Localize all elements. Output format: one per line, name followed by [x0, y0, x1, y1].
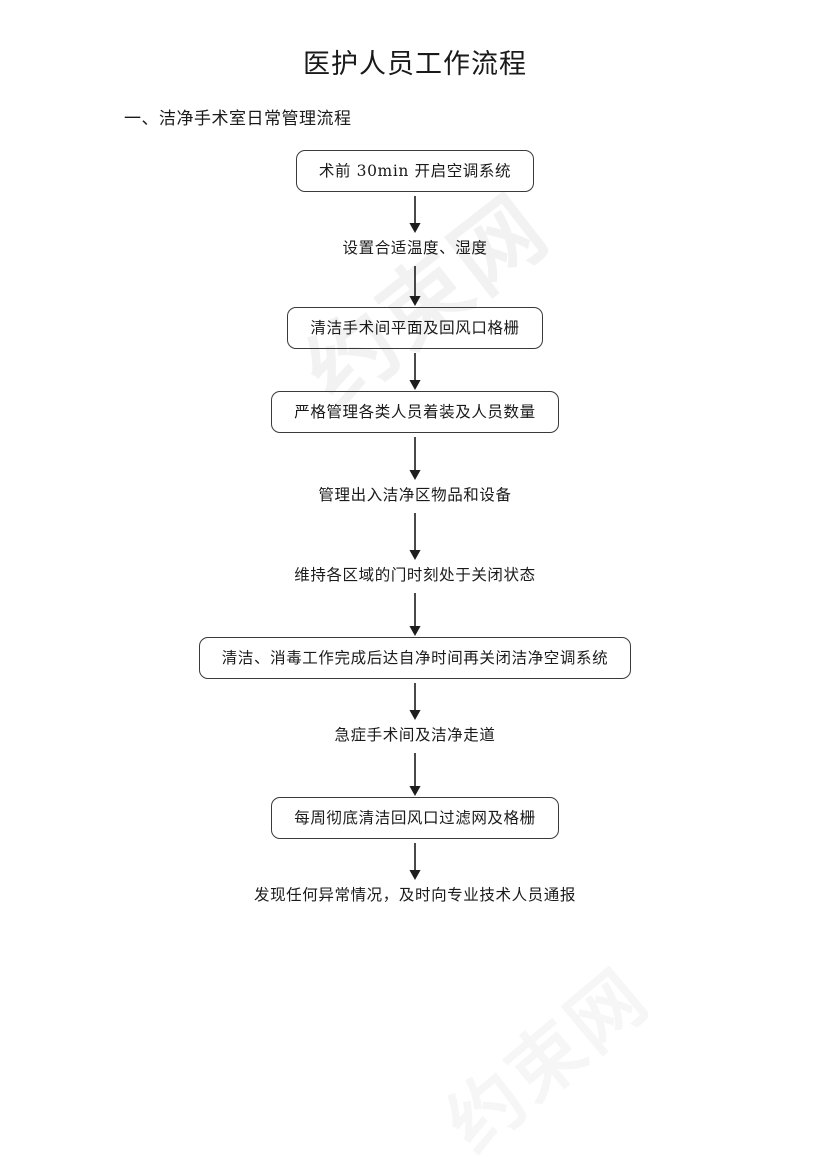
flow-step-10: 发现任何异常情况，及时向专业技术人员通报 [0, 881, 830, 909]
flow-step-text-label: 设置合适温度、湿度 [342, 239, 488, 257]
flow-step-box-label: 清洁、消毒工作完成后达自净时间再关闭洁净空调系统 [198, 637, 632, 679]
down-arrow-icon [409, 843, 421, 880]
flow-step-3: 清洁手术间平面及回风口格栅 [0, 307, 830, 349]
flow-step-8: 急症手术间及洁净走道 [0, 721, 830, 749]
flow-step-box-label: 每周彻底清洁回风口过滤网及格栅 [271, 797, 559, 839]
flow-connector-5 [0, 509, 830, 561]
section-heading: 一、洁净手术室日常管理流程 [124, 109, 352, 129]
flow-step-text-label: 发现任何异常情况，及时向专业技术人员通报 [253, 886, 576, 904]
flow-step-4: 严格管理各类人员着装及人员数量 [0, 391, 830, 433]
down-arrow-icon [409, 196, 421, 233]
flowchart: 术前 30min 开启空调系统设置合适温度、湿度清洁手术间平面及回风口格栅严格管… [0, 150, 830, 909]
flow-step-text-label: 维持各区域的门时刻处于关闭状态 [294, 566, 536, 584]
flow-connector-6 [0, 589, 830, 637]
flow-connector-3 [0, 349, 830, 391]
flow-step-box-label: 严格管理各类人员着装及人员数量 [271, 391, 559, 433]
flow-connector-9 [0, 839, 830, 881]
flow-step-1: 术前 30min 开启空调系统 [0, 150, 830, 192]
page-title: 医护人员工作流程 [303, 49, 527, 80]
flow-connector-4 [0, 433, 830, 481]
down-arrow-icon [409, 753, 421, 796]
flow-step-9: 每周彻底清洁回风口过滤网及格栅 [0, 797, 830, 839]
flow-step-box-label: 术前 30min 开启空调系统 [295, 150, 535, 192]
flow-connector-1 [0, 192, 830, 234]
flow-connector-8 [0, 749, 830, 797]
flow-step-text-label: 急症手术间及洁净走道 [334, 726, 496, 744]
down-arrow-icon [409, 353, 421, 390]
flow-connector-2 [0, 262, 830, 307]
down-arrow-icon [409, 266, 421, 306]
down-arrow-icon [409, 513, 421, 560]
watermark-bottom: 约束网 [430, 952, 666, 1169]
down-arrow-icon [409, 593, 421, 636]
down-arrow-icon [409, 437, 421, 480]
flow-step-6: 维持各区域的门时刻处于关闭状态 [0, 561, 830, 589]
down-arrow-icon [409, 683, 421, 720]
flow-step-5: 管理出入洁净区物品和设备 [0, 481, 830, 509]
flow-connector-7 [0, 679, 830, 721]
flow-step-box-label: 清洁手术间平面及回风口格栅 [287, 307, 543, 349]
flow-step-7: 清洁、消毒工作完成后达自净时间再关闭洁净空调系统 [0, 637, 830, 679]
flow-step-2: 设置合适温度、湿度 [0, 234, 830, 262]
flow-step-text-label: 管理出入洁净区物品和设备 [318, 486, 512, 504]
